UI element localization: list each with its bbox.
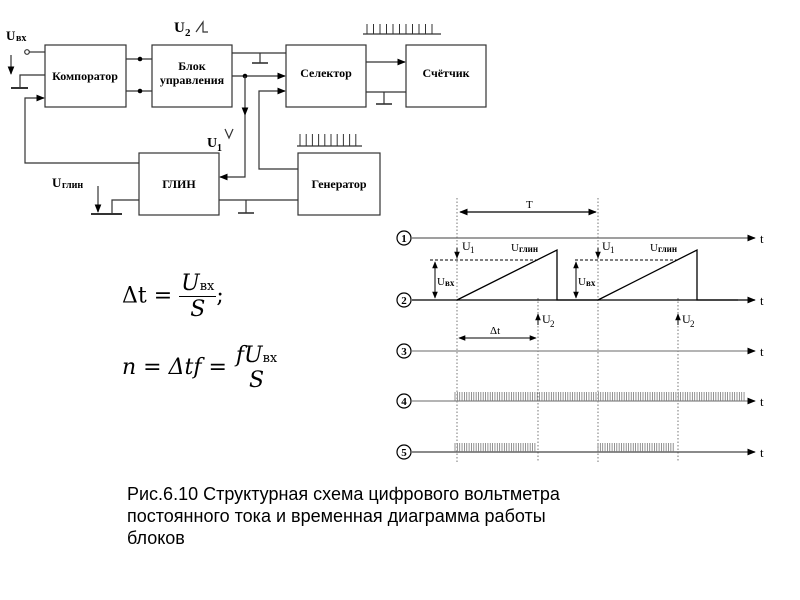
channel-circle	[396, 343, 412, 359]
channel-circle	[396, 230, 412, 246]
formula-delta-t: Δt = Uвх S ;	[122, 271, 224, 322]
svg-text:U: U	[650, 242, 658, 254]
svg-text:U: U	[511, 242, 519, 254]
svg-text:вх: вх	[586, 278, 596, 288]
channel-4-pulses	[454, 392, 745, 401]
counter-label: Счётчик	[422, 66, 469, 80]
svg-text:U: U	[542, 312, 551, 326]
u1-annotation-2: U 1	[602, 239, 615, 255]
channel-1-marker: 1	[396, 230, 412, 246]
channel-number: 5	[401, 447, 407, 459]
control-block	[151, 44, 233, 108]
control-label-line1: Блок	[178, 59, 206, 73]
u-in-signal-label: U вх	[6, 28, 26, 44]
svg-text:U: U	[6, 28, 16, 43]
u2-signal-label: U 2	[174, 20, 191, 39]
control-label-line2: управления	[160, 73, 225, 87]
ramp-2	[597, 248, 738, 301]
u-glin-annotation-2: U глин	[650, 242, 677, 254]
selector-label: Селектор	[300, 66, 352, 80]
u2-annotation-2: U 2	[682, 312, 695, 329]
glin-ramp-waveform	[456, 248, 738, 301]
u1-signal-label: U 1	[207, 136, 222, 154]
delta-t-label: Δt	[490, 325, 500, 337]
u1-pulse-icon	[224, 128, 234, 140]
svg-text:глин: глин	[519, 244, 538, 254]
feedback-line	[24, 94, 139, 164]
channel-number: 4	[401, 396, 407, 408]
svg-text:U: U	[52, 175, 62, 190]
comparator-label: Компоратор	[52, 69, 118, 83]
svg-text:1: 1	[610, 245, 615, 255]
input-terminal	[24, 49, 30, 55]
counter-pulse-train-icon	[363, 24, 441, 35]
u-in-annotation-1: U вх	[437, 276, 455, 288]
channel-circle	[396, 393, 412, 409]
channel-number: 2	[401, 295, 407, 307]
svg-text:U: U	[578, 276, 586, 288]
axis-t-label: t	[760, 394, 764, 409]
svg-text:U: U	[462, 239, 471, 253]
axis-t-label: t	[760, 344, 764, 359]
comparator-block	[44, 44, 127, 108]
u-glin-annotation-1: U глин	[511, 242, 538, 254]
svg-text:вх: вх	[445, 278, 455, 288]
svg-text:1: 1	[470, 245, 475, 255]
svg-text:1: 1	[217, 143, 222, 154]
channel-2-marker: 2	[396, 292, 412, 308]
svg-text:U: U	[602, 239, 611, 253]
u1-annotation-1: U 1	[462, 239, 475, 255]
svg-text:2: 2	[185, 27, 191, 39]
caption-line-1: Рис.6.10 Структурная схема цифрового вол…	[127, 484, 560, 504]
generator-block	[297, 152, 381, 216]
time-markers	[456, 198, 679, 462]
selector-block	[285, 44, 367, 108]
channel-number: 3	[401, 346, 407, 358]
generator-label: Генератор	[311, 177, 366, 191]
channel-circle	[396, 444, 412, 460]
axis-t-label: t	[760, 231, 764, 246]
glin-block	[138, 152, 220, 216]
channel-4-marker: 4	[396, 393, 412, 409]
block-diagram	[7, 20, 487, 216]
timing-diagram: T 1 2 3 4 5 t t t t t	[396, 198, 764, 462]
u-glin-signal-label: U глин	[52, 175, 83, 191]
u2-pulse-icon	[195, 20, 208, 33]
caption-line-3: блоков	[127, 528, 185, 548]
glin-label: ГЛИН	[162, 177, 196, 191]
channel-3-marker: 3	[396, 343, 412, 359]
channel-number: 1	[401, 233, 407, 245]
svg-text:глин: глин	[658, 244, 677, 254]
axis-t-label: t	[760, 445, 764, 460]
svg-text:2: 2	[690, 319, 695, 329]
svg-text:U: U	[437, 276, 445, 288]
axis-t-label: t	[760, 293, 764, 308]
svg-text:глин: глин	[62, 180, 83, 191]
svg-text:вх: вх	[16, 33, 26, 44]
channel-circle	[396, 292, 412, 308]
u2-annotation-1: U 2	[542, 312, 555, 329]
formula-n: n = Δtf = fUвх S	[122, 343, 278, 393]
counter-block	[405, 44, 487, 108]
channel-5-pulses	[454, 443, 674, 452]
formula-n-fraction: fUвх S	[235, 343, 278, 393]
svg-text:2: 2	[550, 319, 555, 329]
generator-pulse-train-icon	[297, 134, 362, 147]
svg-text:U: U	[682, 312, 691, 326]
period-label: T	[526, 199, 533, 211]
caption-line-2: постоянного тока и временная диаграмма р…	[127, 506, 546, 526]
figure-caption: Рис.6.10 Структурная схема цифрового вол…	[127, 483, 647, 549]
channel-5-marker: 5	[396, 444, 412, 460]
formula-delta-t-fraction: Uвх S	[179, 271, 217, 322]
svg-text:U: U	[174, 20, 185, 36]
svg-text:U: U	[207, 136, 217, 151]
ramp-1	[456, 248, 598, 301]
u-in-annotation-2: U вх	[578, 276, 596, 288]
